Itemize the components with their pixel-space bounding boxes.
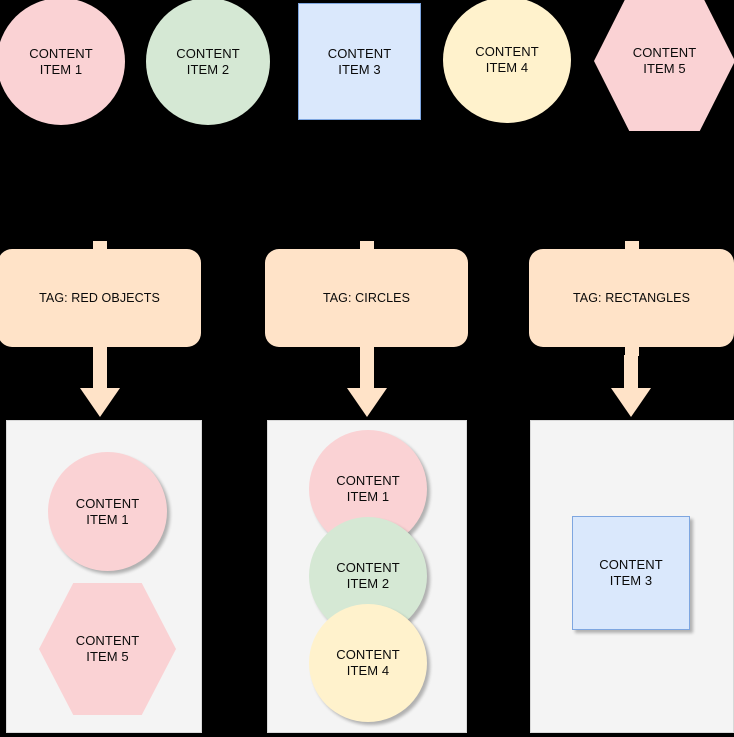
tag-label-circles: TAG: CIRCLES xyxy=(322,291,411,305)
tag-box-red-objects[interactable]: TAG: RED OBJECTS xyxy=(0,241,201,356)
result-shape-content-item-5[interactable]: CONTENT ITEM 5 xyxy=(39,583,176,715)
tag-connector-nub-top xyxy=(92,241,107,251)
source-shape-content-item-2[interactable]: CONTENT ITEM 2 xyxy=(146,0,270,125)
tag-box-circles[interactable]: TAG: CIRCLES xyxy=(265,241,468,356)
arrow-stem xyxy=(360,355,374,390)
tag-label-red-objects: TAG: RED OBJECTS xyxy=(39,291,160,305)
result-panel-red-objects: CONTENT ITEM 1 CONTENT ITEM 5 xyxy=(6,420,202,733)
arrow-stem xyxy=(93,355,107,390)
arrow-head xyxy=(347,388,387,417)
result-shape-label: CONTENT ITEM 1 xyxy=(336,473,400,504)
tag-connector-nub-top xyxy=(624,241,639,251)
source-shape-label-1: CONTENT ITEM 1 xyxy=(29,45,93,77)
tag-connector-nub-top xyxy=(359,241,374,251)
source-shape-label-3: CONTENT ITEM 3 xyxy=(327,45,392,77)
source-shape-content-item-1[interactable]: CONTENT ITEM 1 xyxy=(0,0,125,125)
tag-box-rectangles[interactable]: TAG: RECTANGLES xyxy=(529,241,734,356)
result-shape-label: CONTENT ITEM 4 xyxy=(336,647,400,678)
source-shape-label-2: CONTENT ITEM 2 xyxy=(176,45,240,77)
result-panel-rectangles: CONTENT ITEM 3 xyxy=(530,420,734,733)
source-content-row: CONTENT ITEM 1 CONTENT ITEM 2 CONTENT IT… xyxy=(0,0,734,131)
tag-label-rectangles: TAG: RECTANGLES xyxy=(572,291,691,305)
arrow-down-icon-rectangles xyxy=(611,355,651,417)
source-shape-content-item-5[interactable]: CONTENT ITEM 5 xyxy=(594,0,734,131)
tag-connector-nub-bottom xyxy=(92,346,107,356)
result-shape-content-item-3[interactable]: CONTENT ITEM 3 xyxy=(572,516,690,630)
arrow-down-icon-red-objects xyxy=(80,355,120,417)
arrow-head xyxy=(611,388,651,417)
tag-connector-nub-bottom xyxy=(624,346,639,356)
arrow-down-icon-circles xyxy=(347,355,387,417)
result-shape-label: CONTENT ITEM 1 xyxy=(75,495,140,527)
result-shape-content-item-4[interactable]: CONTENT ITEM 4 xyxy=(309,604,427,722)
result-shape-content-item-1[interactable]: CONTENT ITEM 1 xyxy=(48,452,167,571)
arrow-head xyxy=(80,388,120,417)
source-shape-label-5: CONTENT ITEM 5 xyxy=(632,45,697,76)
result-shape-label: CONTENT ITEM 3 xyxy=(599,557,663,588)
arrow-stem xyxy=(624,355,638,390)
source-shape-content-item-3[interactable]: CONTENT ITEM 3 xyxy=(298,3,421,120)
source-shape-content-item-4[interactable]: CONTENT ITEM 4 xyxy=(443,0,571,123)
result-panel-circles: CONTENT ITEM 1 CONTENT ITEM 2 CONTENT IT… xyxy=(267,420,467,733)
result-shape-label: CONTENT ITEM 5 xyxy=(75,633,140,664)
tag-connector-nub-bottom xyxy=(359,346,374,356)
result-shape-label: CONTENT ITEM 2 xyxy=(336,560,400,591)
source-shape-label-4: CONTENT ITEM 4 xyxy=(475,44,539,75)
